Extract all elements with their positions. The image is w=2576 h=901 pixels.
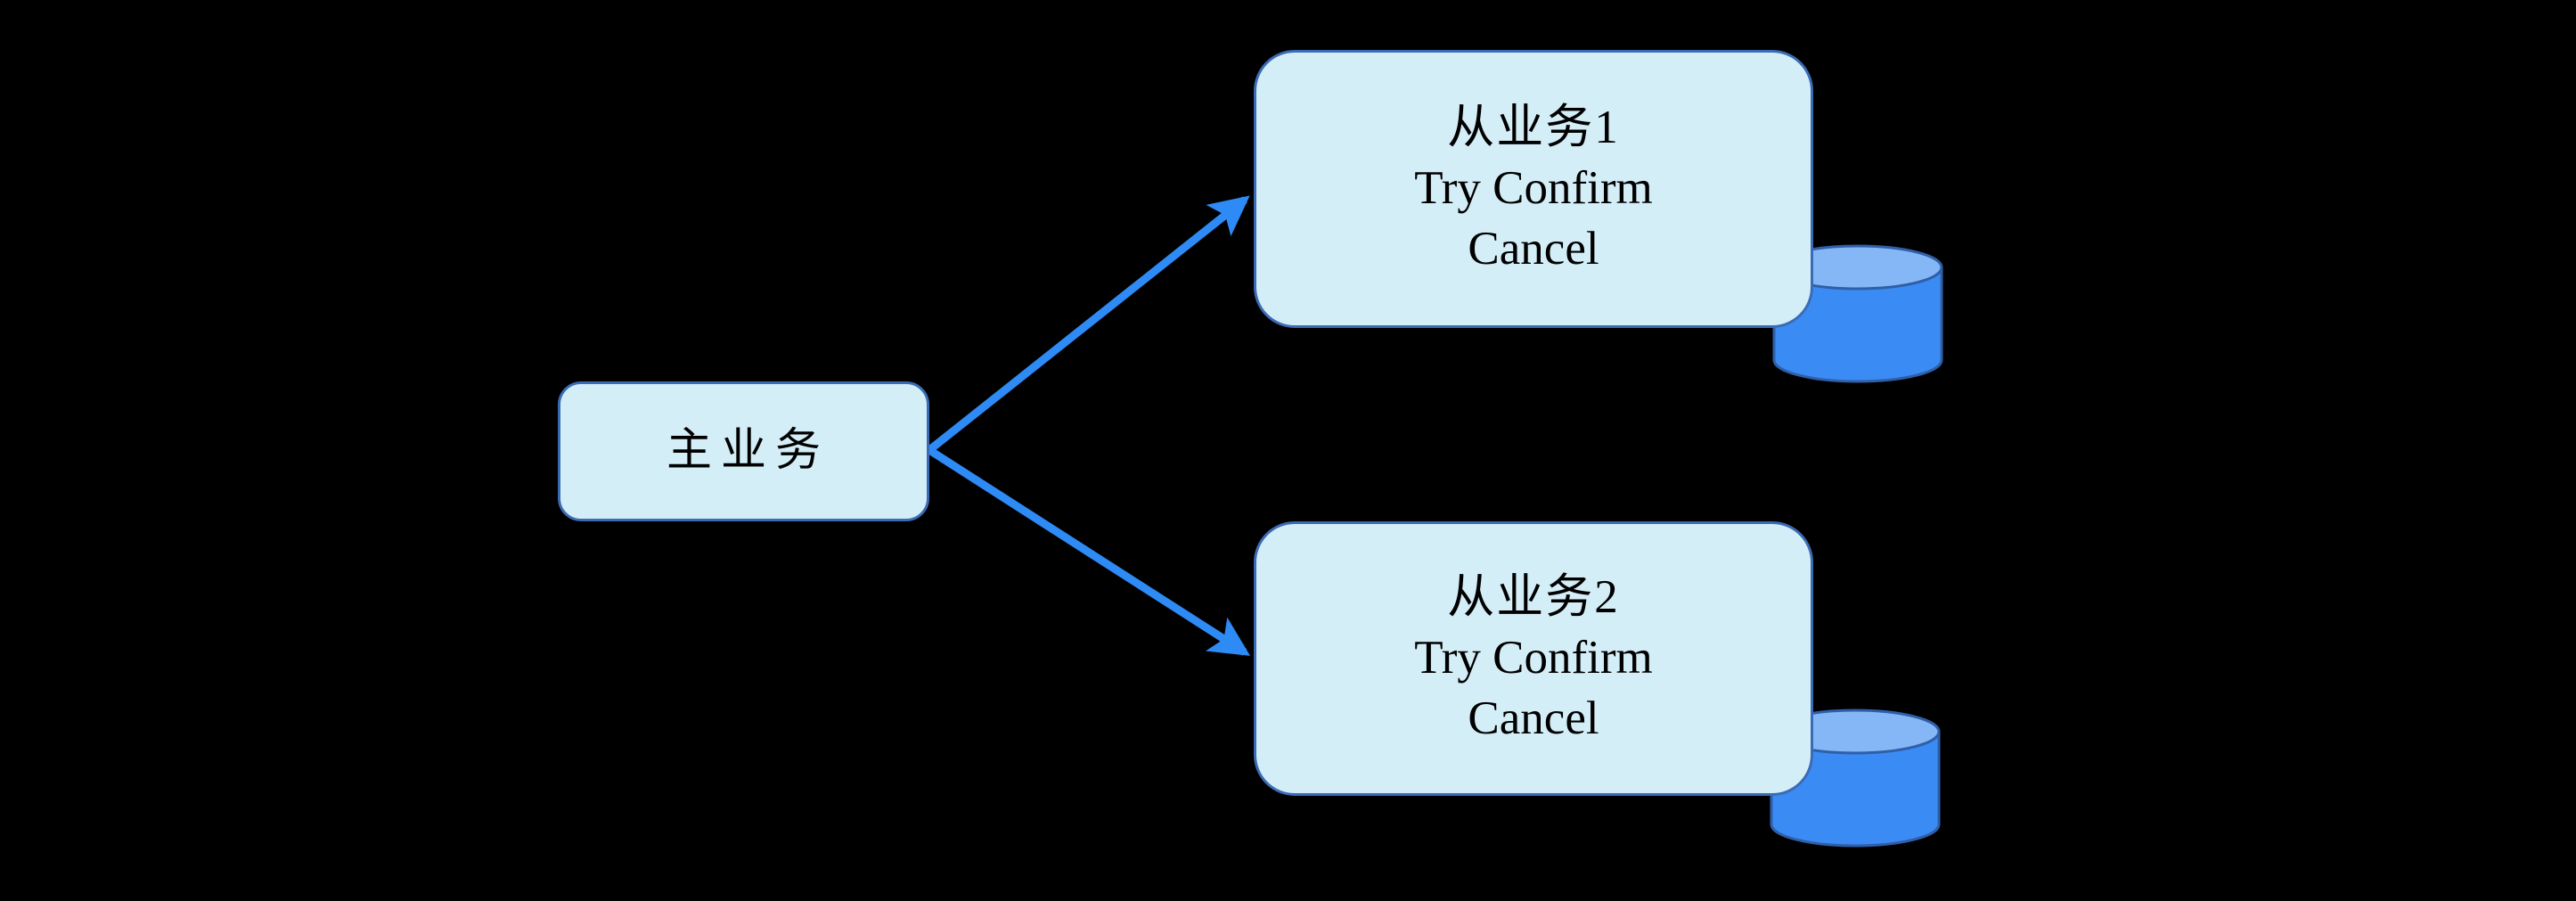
node-sub-business-2-label-1: 从业务2 bbox=[1447, 571, 1620, 624]
arrow-main-to-sub-business-2 bbox=[927, 446, 1251, 656]
node-sub-business-2[interactable]: 从业务2 Try Confirm Cancel bbox=[1254, 521, 1813, 796]
node-sub-business-1[interactable]: 从业务1 Try Confirm Cancel bbox=[1254, 50, 1813, 328]
node-sub-business-2-label-3: Cancel bbox=[1468, 692, 1599, 744]
arrow-main-to-sub-business-1 bbox=[927, 195, 1250, 454]
node-sub-business-2-label-2: Try Confirm bbox=[1414, 632, 1653, 684]
node-sub-business-1-label-2: Try Confirm bbox=[1414, 162, 1653, 215]
node-sub-business-1-label-3: Cancel bbox=[1468, 222, 1599, 274]
node-main-business-label-1: 主业务 bbox=[666, 425, 830, 476]
database-cylinder-icon-1 bbox=[1772, 244, 1943, 383]
node-main-business[interactable]: 主业务 bbox=[558, 381, 929, 521]
node-sub-business-1-label-1: 从业务1 bbox=[1447, 102, 1620, 154]
